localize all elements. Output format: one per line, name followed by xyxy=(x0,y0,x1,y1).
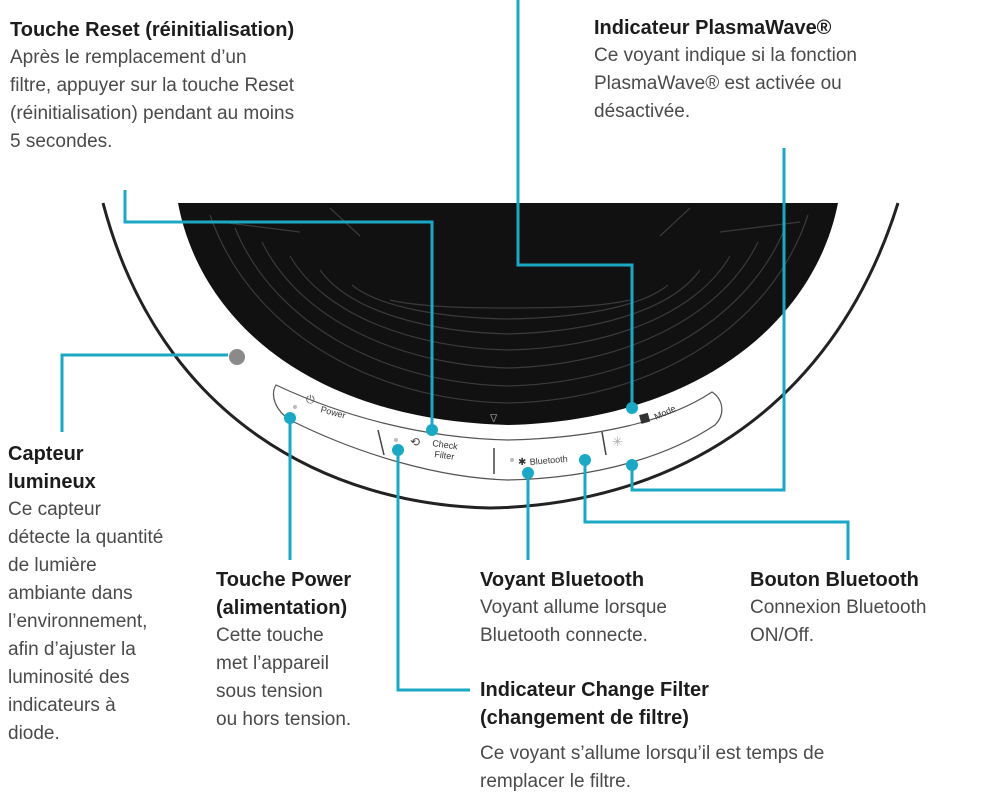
callout-power-title: Touche Power (alimentation) xyxy=(216,569,352,619)
purifier-body-outline xyxy=(101,202,900,510)
panel-check-label: Check xyxy=(432,438,459,452)
callout-reset-desc: Après le remplacement d’un filtre, appuy… xyxy=(10,47,295,152)
plasmawave-icon: ✳ xyxy=(612,434,623,449)
leader-change-filter xyxy=(396,450,470,692)
callout-power-desc: Cette touche met l’appareil sous tension… xyxy=(216,625,352,730)
grille-v-mark: ∇ xyxy=(489,413,498,425)
panel-divider xyxy=(377,429,385,456)
callout-reset-title: Touche Reset (réinitialisation) xyxy=(10,19,295,41)
callout-bt-button-desc: Connexion Bluetooth ON/Off. xyxy=(750,597,927,646)
control-panel xyxy=(272,384,723,481)
mode-icon xyxy=(639,412,651,424)
callout-plasmawave-title: Indicateur PlasmaWave® xyxy=(594,17,832,39)
callout-light-sensor-desc: Ce capteur détecte la quantité de lumièr… xyxy=(8,499,164,744)
callout-plasmawave-desc: Ce voyant indique si la fonction PlasmaW… xyxy=(594,45,857,122)
panel-filter-label: Filter xyxy=(434,449,455,462)
callout-plasmawave: Indicateur PlasmaWave® Ce voyant indique… xyxy=(594,14,974,126)
panel-divider xyxy=(601,431,607,456)
panel-bluetooth-label: Bluetooth xyxy=(529,454,568,467)
light-sensor-dot xyxy=(229,349,245,365)
leader-light-sensor xyxy=(60,353,228,432)
panel-check-filter[interactable]: ⟲ Check Filter xyxy=(394,435,459,462)
fan-grille xyxy=(178,203,838,425)
callout-bt-light: Voyant Bluetooth Voyant allume lorsque B… xyxy=(480,566,740,650)
leader-endpoints xyxy=(284,402,638,479)
panel-bluetooth[interactable]: ✱ Bluetooth xyxy=(510,454,568,468)
callout-bt-light-title: Voyant Bluetooth xyxy=(480,569,645,591)
callout-bt-button: Bouton Bluetooth Connexion Bluetooth ON/… xyxy=(750,566,982,650)
callout-bt-button-title: Bouton Bluetooth xyxy=(750,569,919,591)
leader-reset xyxy=(123,190,434,430)
callout-change-filter-desc: Ce voyant s’allume lorsqu’il est temps d… xyxy=(480,743,825,792)
callout-bt-light-desc: Voyant allume lorsque Bluetooth connecte… xyxy=(480,597,667,646)
leader-plasmawave xyxy=(630,148,786,492)
grille-rings xyxy=(209,207,809,404)
bluetooth-icon: ✱ xyxy=(518,457,526,468)
filter-icon: ⟲ xyxy=(410,435,420,449)
leader-bt-button xyxy=(583,460,850,560)
leader-lines xyxy=(60,0,850,692)
callout-reset: Touche Reset (réinitialisation) Après le… xyxy=(10,16,430,156)
callout-power: Touche Power (alimentation) Cette touche… xyxy=(216,566,406,734)
callout-change-filter: Indicateur Change Filter (changement de … xyxy=(480,676,960,796)
power-icon: ⏻ xyxy=(306,394,315,406)
callout-light-sensor: Capteur lumineux Ce capteur détecte la q… xyxy=(8,440,218,748)
callout-light-sensor-title: Capteur lumineux xyxy=(8,443,96,493)
callout-change-filter-title: Indicateur Change Filter (changement de … xyxy=(480,679,709,729)
leader-top xyxy=(516,0,634,408)
